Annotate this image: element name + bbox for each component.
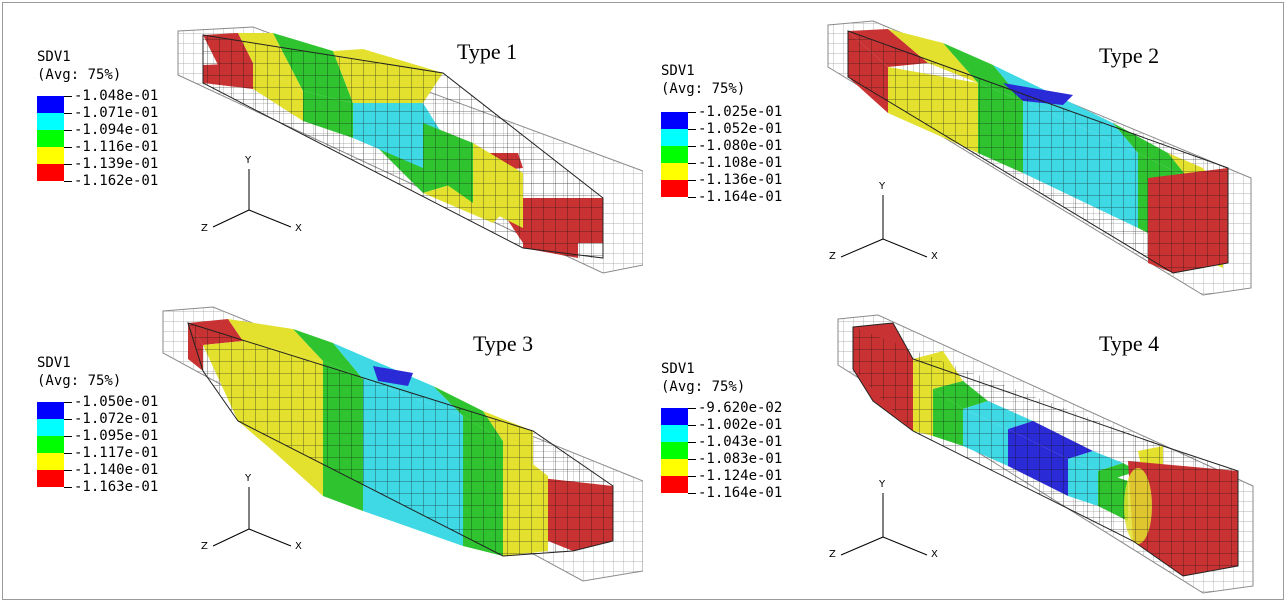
legend-swatch-blue xyxy=(661,112,688,129)
axis-triad: Y X Z xyxy=(827,179,938,262)
legend-swatch-red xyxy=(37,470,64,487)
legend-value: -1.163e-01 xyxy=(74,479,159,495)
legend-type-3: SDV1 (Avg: 75%) -1.050e-01 -1.072e-01 -1… xyxy=(37,355,207,505)
legend-value: -1.025e-01 xyxy=(698,104,783,120)
legend-value: -1.002e-01 xyxy=(698,417,783,433)
legend-value: -1.164e-01 xyxy=(698,189,783,205)
legend-value: -1.108e-01 xyxy=(698,155,783,171)
legend-value: -1.048e-01 xyxy=(74,88,159,104)
axis-z-label: Z xyxy=(201,541,208,552)
beam-model-type-2 xyxy=(827,20,1252,296)
legend-swatch-cyan xyxy=(661,425,688,442)
legend-value: -1.139e-01 xyxy=(74,156,159,172)
legend-swatch-yellow xyxy=(661,459,688,476)
panel-type-2: SDV1 (Avg: 75%) -1.025e-01 -1.052e-01 -1… xyxy=(643,3,1283,301)
legend-variable: SDV1 xyxy=(661,63,695,79)
legend-value: -9.620e-02 xyxy=(698,400,783,416)
legend-swatch-blue xyxy=(37,402,64,419)
panel-title: Type 1 xyxy=(457,39,518,64)
beam-model-type-1 xyxy=(177,26,643,274)
legend-variable: SDV1 xyxy=(37,355,71,371)
legend-swatch-green xyxy=(37,436,64,453)
legend-averaging: (Avg: 75%) xyxy=(37,373,122,389)
legend-averaging: (Avg: 75%) xyxy=(661,379,746,395)
beam-model-type-3 xyxy=(162,306,643,582)
axis-x-label: X xyxy=(295,541,302,552)
axis-x-label: X xyxy=(931,251,938,262)
legend-type-1: SDV1 (Avg: 75%) -1.048e-01 -1.071e-01 -1… xyxy=(37,49,207,199)
legend-swatch-cyan xyxy=(37,419,64,436)
axis-triad: Y X Z xyxy=(199,471,309,552)
legend-swatch-red xyxy=(661,476,688,493)
legend-swatch-red xyxy=(37,164,64,181)
legend-value: -1.164e-01 xyxy=(698,485,783,501)
legend-value: -1.094e-01 xyxy=(74,122,159,138)
legend-swatch-green xyxy=(37,130,64,147)
axis-y-label: Y xyxy=(245,155,252,166)
legend-value: -1.162e-01 xyxy=(74,173,159,189)
legend-swatch-red xyxy=(661,180,688,197)
legend-value: -1.050e-01 xyxy=(74,394,159,410)
legend-value: -1.080e-01 xyxy=(698,138,783,154)
legend-swatch-cyan xyxy=(37,113,64,130)
panel-title: Type 3 xyxy=(473,331,534,356)
axis-z-label: Z xyxy=(829,549,836,560)
panel-type-4: SDV1 (Avg: 75%) -9.620e-02 -1.002e-01 -1… xyxy=(643,301,1283,601)
legend-swatch-green xyxy=(661,442,688,459)
panel-title: Type 4 xyxy=(1099,331,1160,356)
legend-variable: SDV1 xyxy=(661,361,695,377)
legend-variable: SDV1 xyxy=(37,49,71,65)
legend-value: -1.140e-01 xyxy=(74,462,159,478)
legend-value: -1.043e-01 xyxy=(698,434,783,450)
legend-swatch-blue xyxy=(37,96,64,113)
legend-swatch-blue xyxy=(661,408,688,425)
panel-title: Type 2 xyxy=(1099,43,1160,68)
panel-type-3: SDV1 (Avg: 75%) -1.050e-01 -1.072e-01 -1… xyxy=(3,301,643,601)
legend-type-4: SDV1 (Avg: 75%) -9.620e-02 -1.002e-01 -1… xyxy=(661,361,831,511)
legend-value: -1.116e-01 xyxy=(74,139,159,155)
beam-model-type-4 xyxy=(837,314,1254,594)
axis-z-label: Z xyxy=(829,251,836,262)
legend-value: -1.095e-01 xyxy=(74,428,159,444)
axis-x-label: X xyxy=(931,549,938,560)
axis-y-label: Y xyxy=(879,479,886,490)
legend-type-2: SDV1 (Avg: 75%) -1.025e-01 -1.052e-01 -1… xyxy=(661,63,831,213)
axis-y-label: Y xyxy=(879,181,886,192)
axis-triad: Y X Z xyxy=(827,479,938,560)
legend-swatch-yellow xyxy=(661,163,688,180)
legend-swatch-cyan xyxy=(661,129,688,146)
legend-value: -1.072e-01 xyxy=(74,411,159,427)
legend-averaging: (Avg: 75%) xyxy=(661,81,746,97)
axis-triad: Y X Z xyxy=(199,155,309,235)
legend-swatch-green xyxy=(661,146,688,163)
legend-swatch-yellow xyxy=(37,453,64,470)
legend-value: -1.052e-01 xyxy=(698,121,783,137)
axis-y-label: Y xyxy=(245,473,252,484)
axis-x-label: X xyxy=(295,223,302,234)
legend-averaging: (Avg: 75%) xyxy=(37,67,122,83)
legend-value: -1.071e-01 xyxy=(74,105,159,121)
legend-value: -1.083e-01 xyxy=(698,451,783,467)
legend-value: -1.136e-01 xyxy=(698,172,783,188)
axis-z-label: Z xyxy=(201,223,208,234)
legend-value: -1.124e-01 xyxy=(698,468,783,484)
panel-type-1: SDV1 (Avg: 75%) -1.048e-01 -1.071e-01 -1… xyxy=(3,3,643,301)
legend-swatch-yellow xyxy=(37,147,64,164)
legend-value: -1.117e-01 xyxy=(74,445,159,461)
